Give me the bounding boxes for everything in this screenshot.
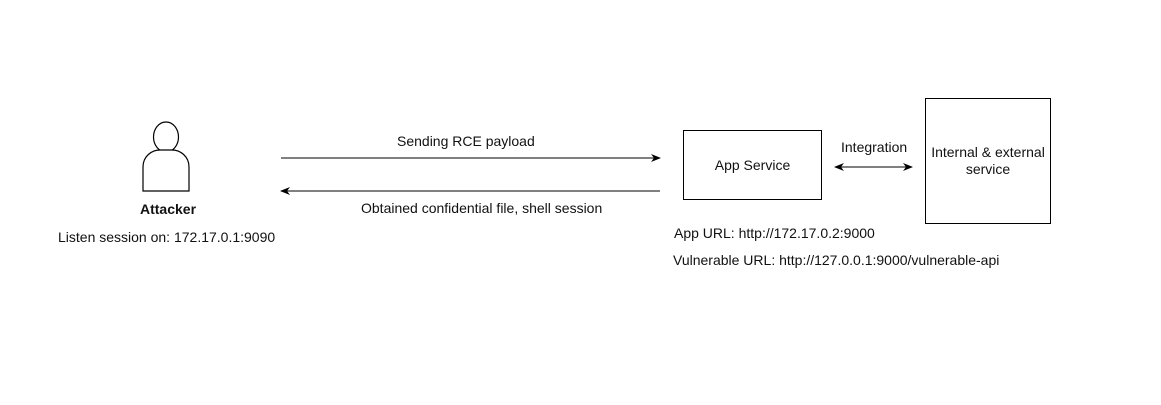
external-service-node: Internal & external service [925,98,1051,224]
external-service-label: Internal & external service [931,144,1045,177]
integration-label: Integration [841,139,908,155]
user-icon [142,121,190,192]
listen-session-label: Listen session on: 172.17.0.1:9090 [58,229,276,245]
attacker-label: Attacker [140,201,197,217]
app-service-label: App Service [714,156,791,173]
send-arrow-label: Sending RCE payload [397,133,535,149]
vulnerable-url-label: Vulnerable URL: http://127.0.0.1:9000/vu… [673,252,1000,268]
app-service-node: App Service [683,130,822,200]
app-url-label: App URL: http://172.17.0.2:9000 [674,225,875,241]
receive-arrow-label: Obtained confidential file, shell sessio… [361,200,603,216]
